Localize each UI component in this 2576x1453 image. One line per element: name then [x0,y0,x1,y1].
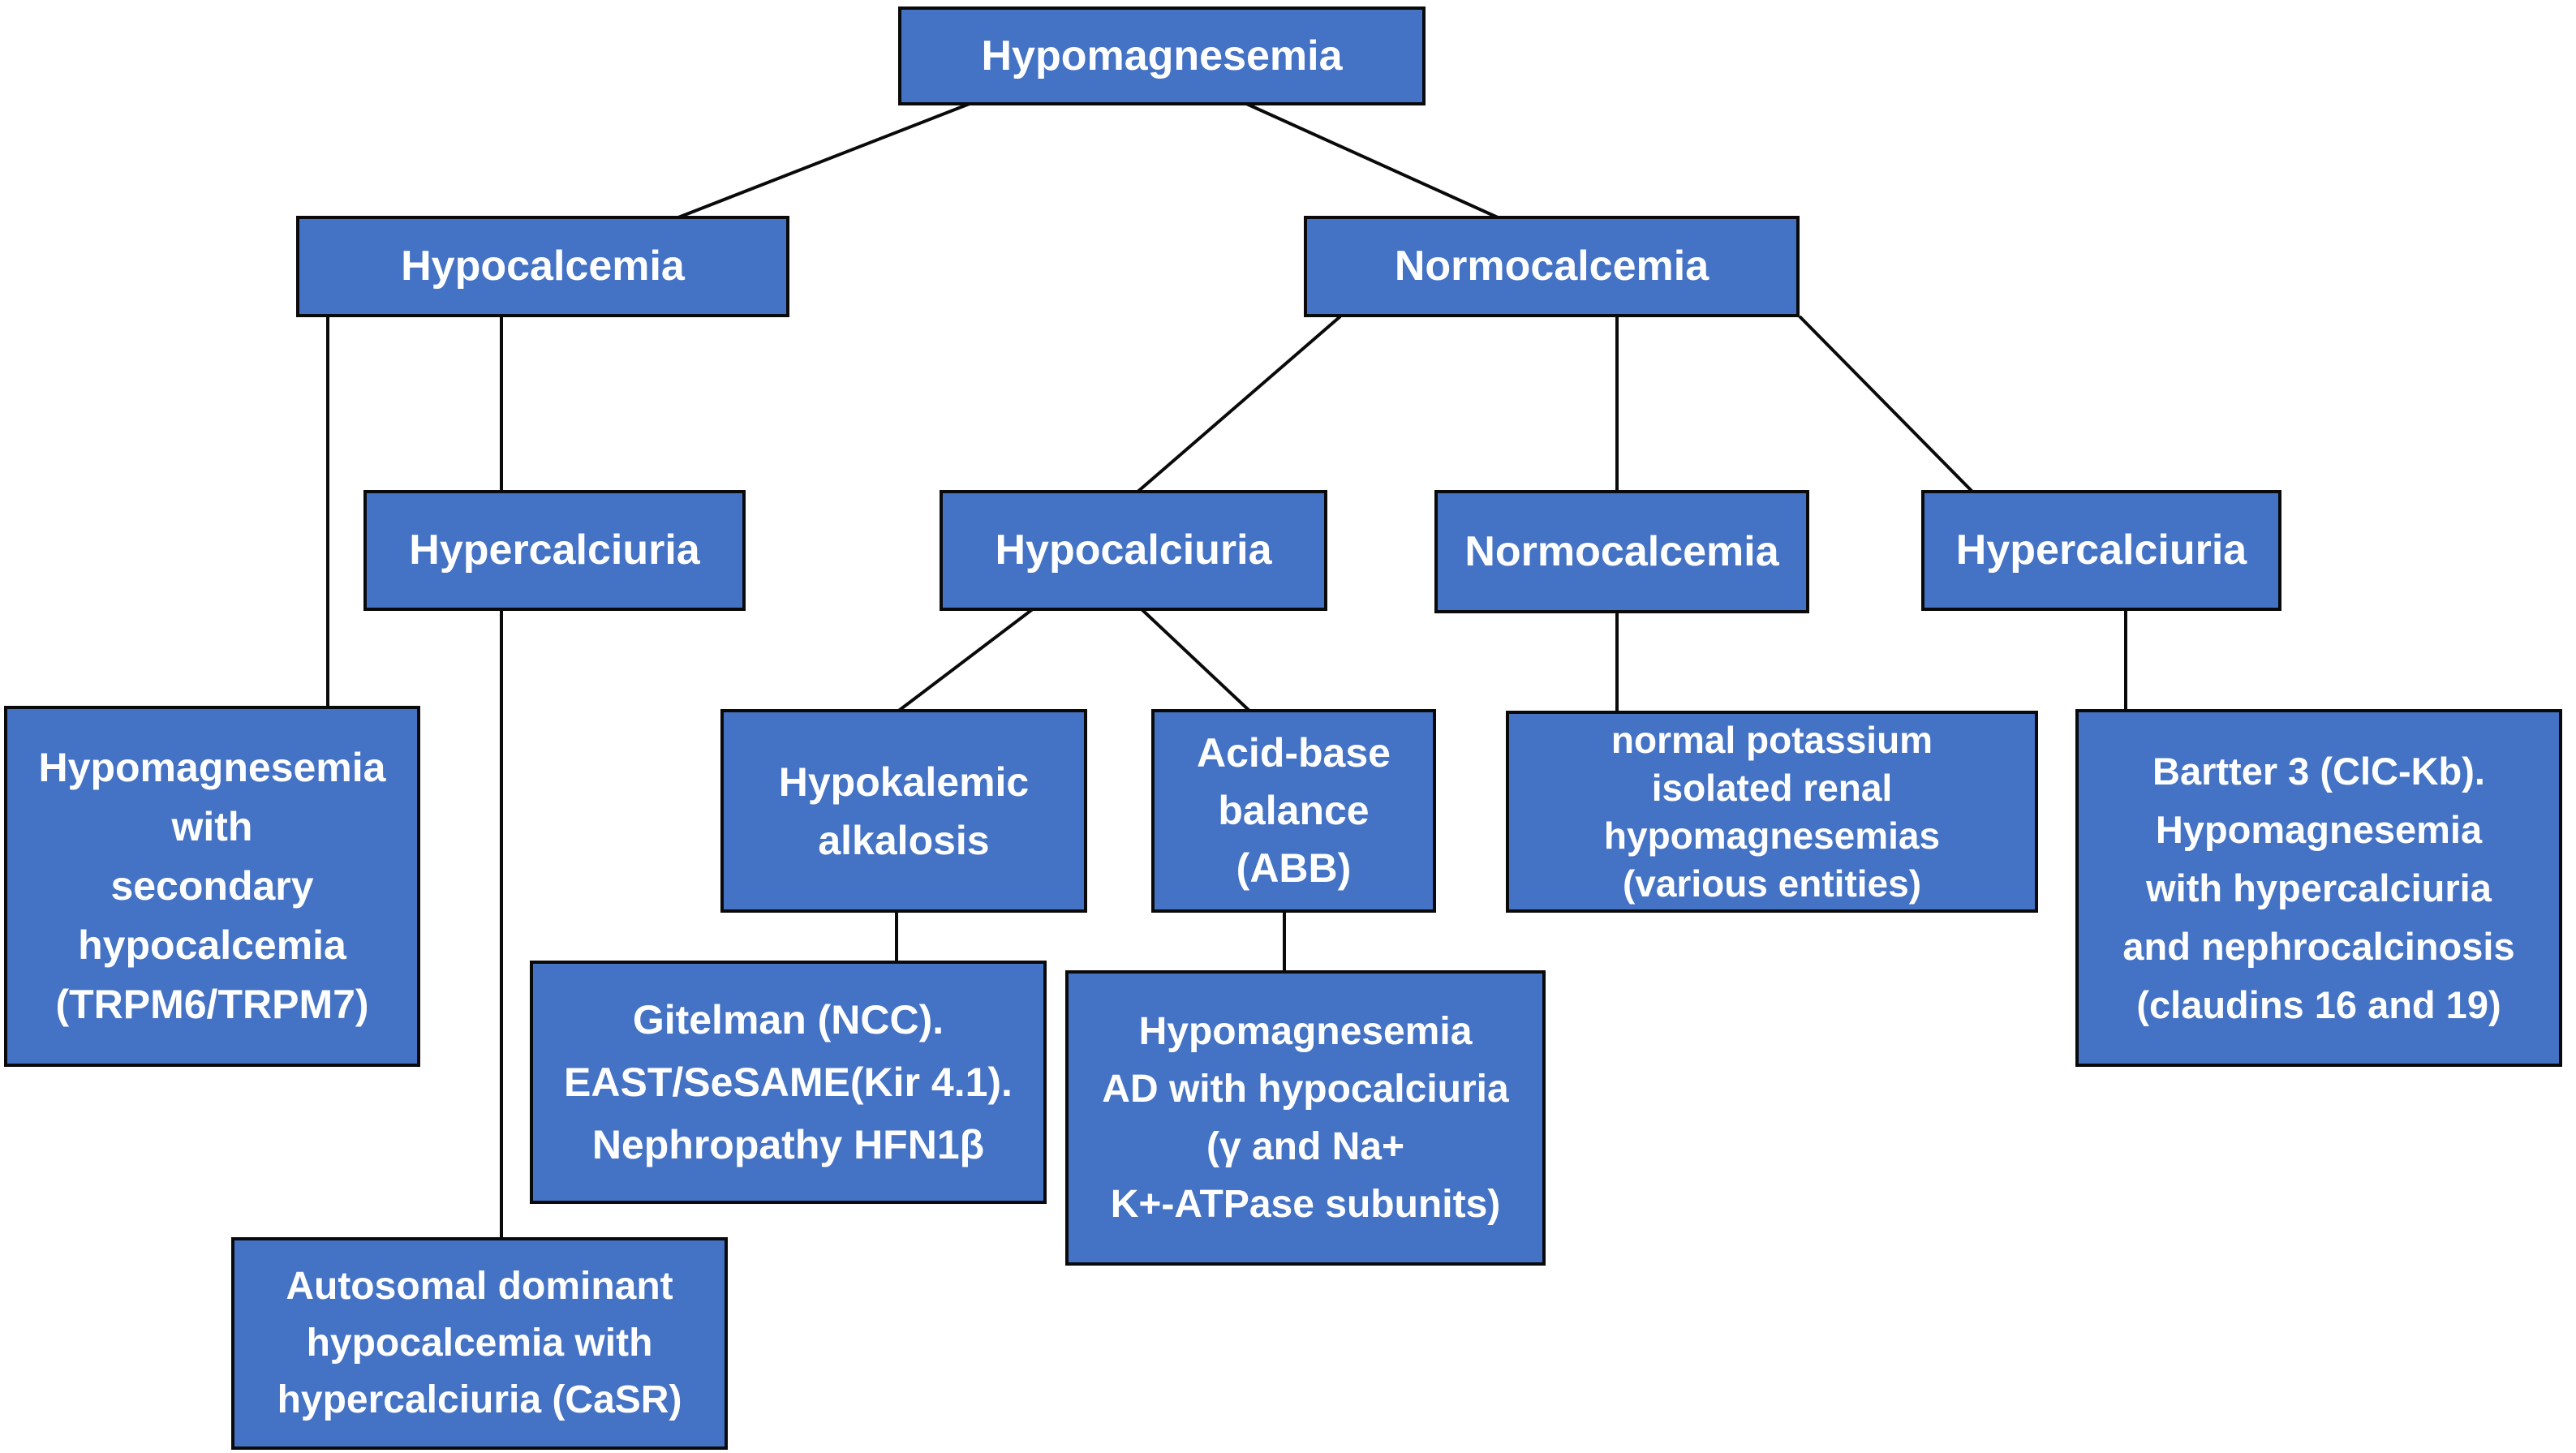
node-gitelman: Gitelman (NCC). EAST/SeSAME(Kir 4.1). Ne… [530,961,1047,1204]
node-trpm6-trpm7: Hypomagnesemia with secondary hypocalcem… [4,706,420,1067]
node-hypocalcemia: Hypocalcemia [296,216,789,317]
node-hypomagnesemia-ad: Hypomagnesemia AD with hypocalciuria (γ … [1065,970,1546,1266]
connector-hypocalciuria-abb [1139,607,1253,714]
connector-root-normocalcemia [1242,101,1499,219]
connector-normocalcemia-hypercalciuria-r [1798,315,1976,495]
node-hypomagnesemia-root: Hypomagnesemia [898,6,1426,105]
connector-hypocalciuria-hypokalemic [895,607,1035,714]
node-bartter-3: Bartter 3 (ClC-Kb). Hypomagnesemia with … [2075,709,2562,1067]
node-normocalcemia-2: Normocalcemia [1434,490,1809,613]
node-hypocalciuria: Hypocalciuria [940,490,1327,611]
node-hypercalciuria-left: Hypercalciuria [363,490,746,611]
connector-normocalcemia-hypocalciuria [1134,315,1342,495]
node-normal-potassium: normal potassium isolated renal hypomagn… [1506,711,2038,913]
connector-root-hypocalcemia [677,101,974,219]
node-hypercalciuria-right: Hypercalciuria [1921,490,2281,611]
node-acid-base-balance: Acid-base balance (ABB) [1151,709,1436,913]
node-hypokalemic-alkalosis: Hypokalemic alkalosis [720,709,1087,913]
node-normocalcemia: Normocalcemia [1304,216,1800,317]
node-autosomal-dominant-casr: Autosomal dominant hypocalcemia with hyp… [231,1237,728,1450]
